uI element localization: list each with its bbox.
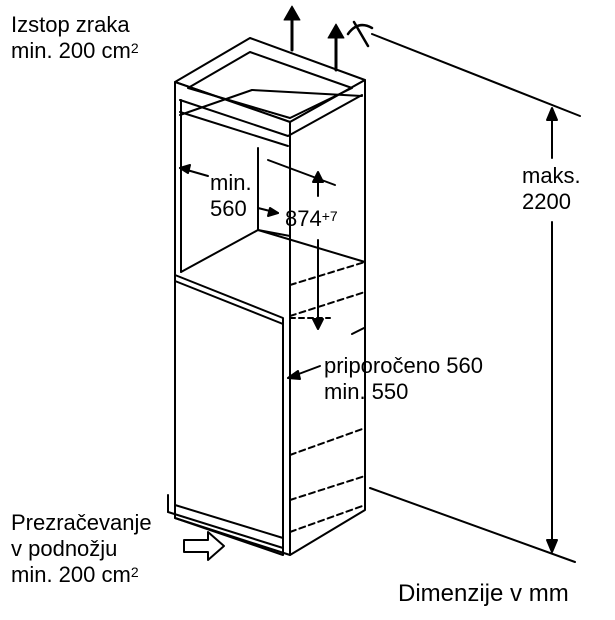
niche-height-value: 874 bbox=[285, 206, 322, 231]
units-label: Dimenzije v mm bbox=[398, 580, 569, 607]
air-outlet-label: Izstop zraka min. 200 cm2 bbox=[11, 12, 139, 64]
plinth-vent-line3: min. 200 cm2 bbox=[11, 562, 139, 587]
air-outlet-line2: min. 200 cm2 bbox=[11, 38, 139, 63]
plinth-vent-line2: v podnožju bbox=[11, 536, 118, 561]
plinth-vent-arrow bbox=[183, 531, 225, 561]
max-height-line2: 2200 bbox=[522, 189, 571, 214]
width-label: priporočeno 560 min. 550 bbox=[324, 353, 483, 405]
tall-cabinet bbox=[167, 37, 366, 556]
depth-line2: 560 bbox=[210, 196, 247, 221]
max-height-label: maks. 2200 bbox=[522, 163, 581, 215]
air-outlet-line1: Izstop zraka bbox=[11, 12, 130, 37]
depth-line1: min. bbox=[210, 170, 252, 195]
niche-height-dimension bbox=[267, 159, 336, 330]
max-height-dimension bbox=[369, 33, 581, 563]
depth-dimension bbox=[179, 164, 279, 217]
plinth-vent-label: Prezračevanje v podnožju min. 200 cm2 bbox=[11, 510, 152, 588]
air-outlet-arrows bbox=[283, 5, 345, 72]
niche-height-tolerance: +7 bbox=[321, 208, 338, 224]
width-dimension bbox=[287, 327, 365, 380]
width-line1: priporočeno 560 bbox=[324, 353, 484, 378]
depth-label: min. 560 bbox=[210, 170, 252, 222]
max-height-line1: maks. bbox=[522, 163, 581, 188]
plinth-vent-line1: Prezračevanje bbox=[11, 510, 152, 535]
width-line2: min. 550 bbox=[324, 379, 409, 404]
niche-height-label: 874+7 bbox=[285, 206, 338, 232]
airflow-symbol-icon bbox=[346, 20, 374, 48]
